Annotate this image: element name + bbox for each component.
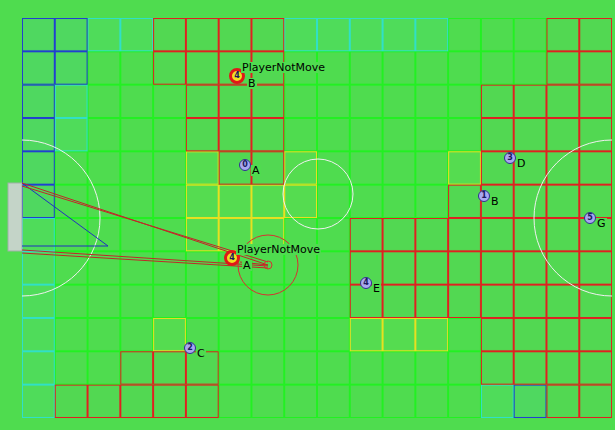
- player-letter: A: [251, 165, 261, 176]
- player-letter: G: [596, 218, 607, 229]
- player-number: 2: [187, 344, 193, 352]
- status-label: PlayerNotMove: [236, 244, 321, 255]
- player-number: 4: [363, 279, 369, 287]
- player-number: 3: [507, 154, 513, 162]
- player-number: 4: [234, 72, 240, 80]
- player-marker: PlayerNotMove4A: [224, 250, 240, 266]
- shot-cone: [22, 183, 298, 295]
- blue-cone: [22, 183, 108, 246]
- player-number: 1: [481, 192, 487, 200]
- grid-cyan: [22, 18, 514, 418]
- player-letter: D: [516, 158, 526, 169]
- field-markings: [22, 140, 612, 296]
- grid-red: [55, 18, 612, 418]
- player-number: 4: [229, 254, 235, 262]
- player-number: 5: [587, 214, 593, 222]
- player-marker: 3D: [504, 152, 516, 164]
- player-number: 0: [242, 161, 248, 169]
- player-marker: 1B: [478, 190, 490, 202]
- player-letter: E: [372, 283, 381, 294]
- player-letter: B: [490, 196, 500, 207]
- player-letter: A: [242, 260, 252, 271]
- player-marker: 5G: [584, 212, 596, 224]
- grid-yellow: [153, 151, 481, 351]
- player-marker: 0A: [239, 159, 251, 171]
- player-letter: C: [196, 348, 206, 359]
- grid-blue: [22, 18, 547, 418]
- player-letter: B: [247, 78, 257, 89]
- grid-green: [22, 18, 612, 418]
- player-marker: 2C: [184, 342, 196, 354]
- goal: [8, 183, 22, 251]
- player-marker: 4E: [360, 277, 372, 289]
- status-label: PlayerNotMove: [241, 62, 326, 73]
- player-marker: PlayerNotMove4B: [229, 68, 245, 84]
